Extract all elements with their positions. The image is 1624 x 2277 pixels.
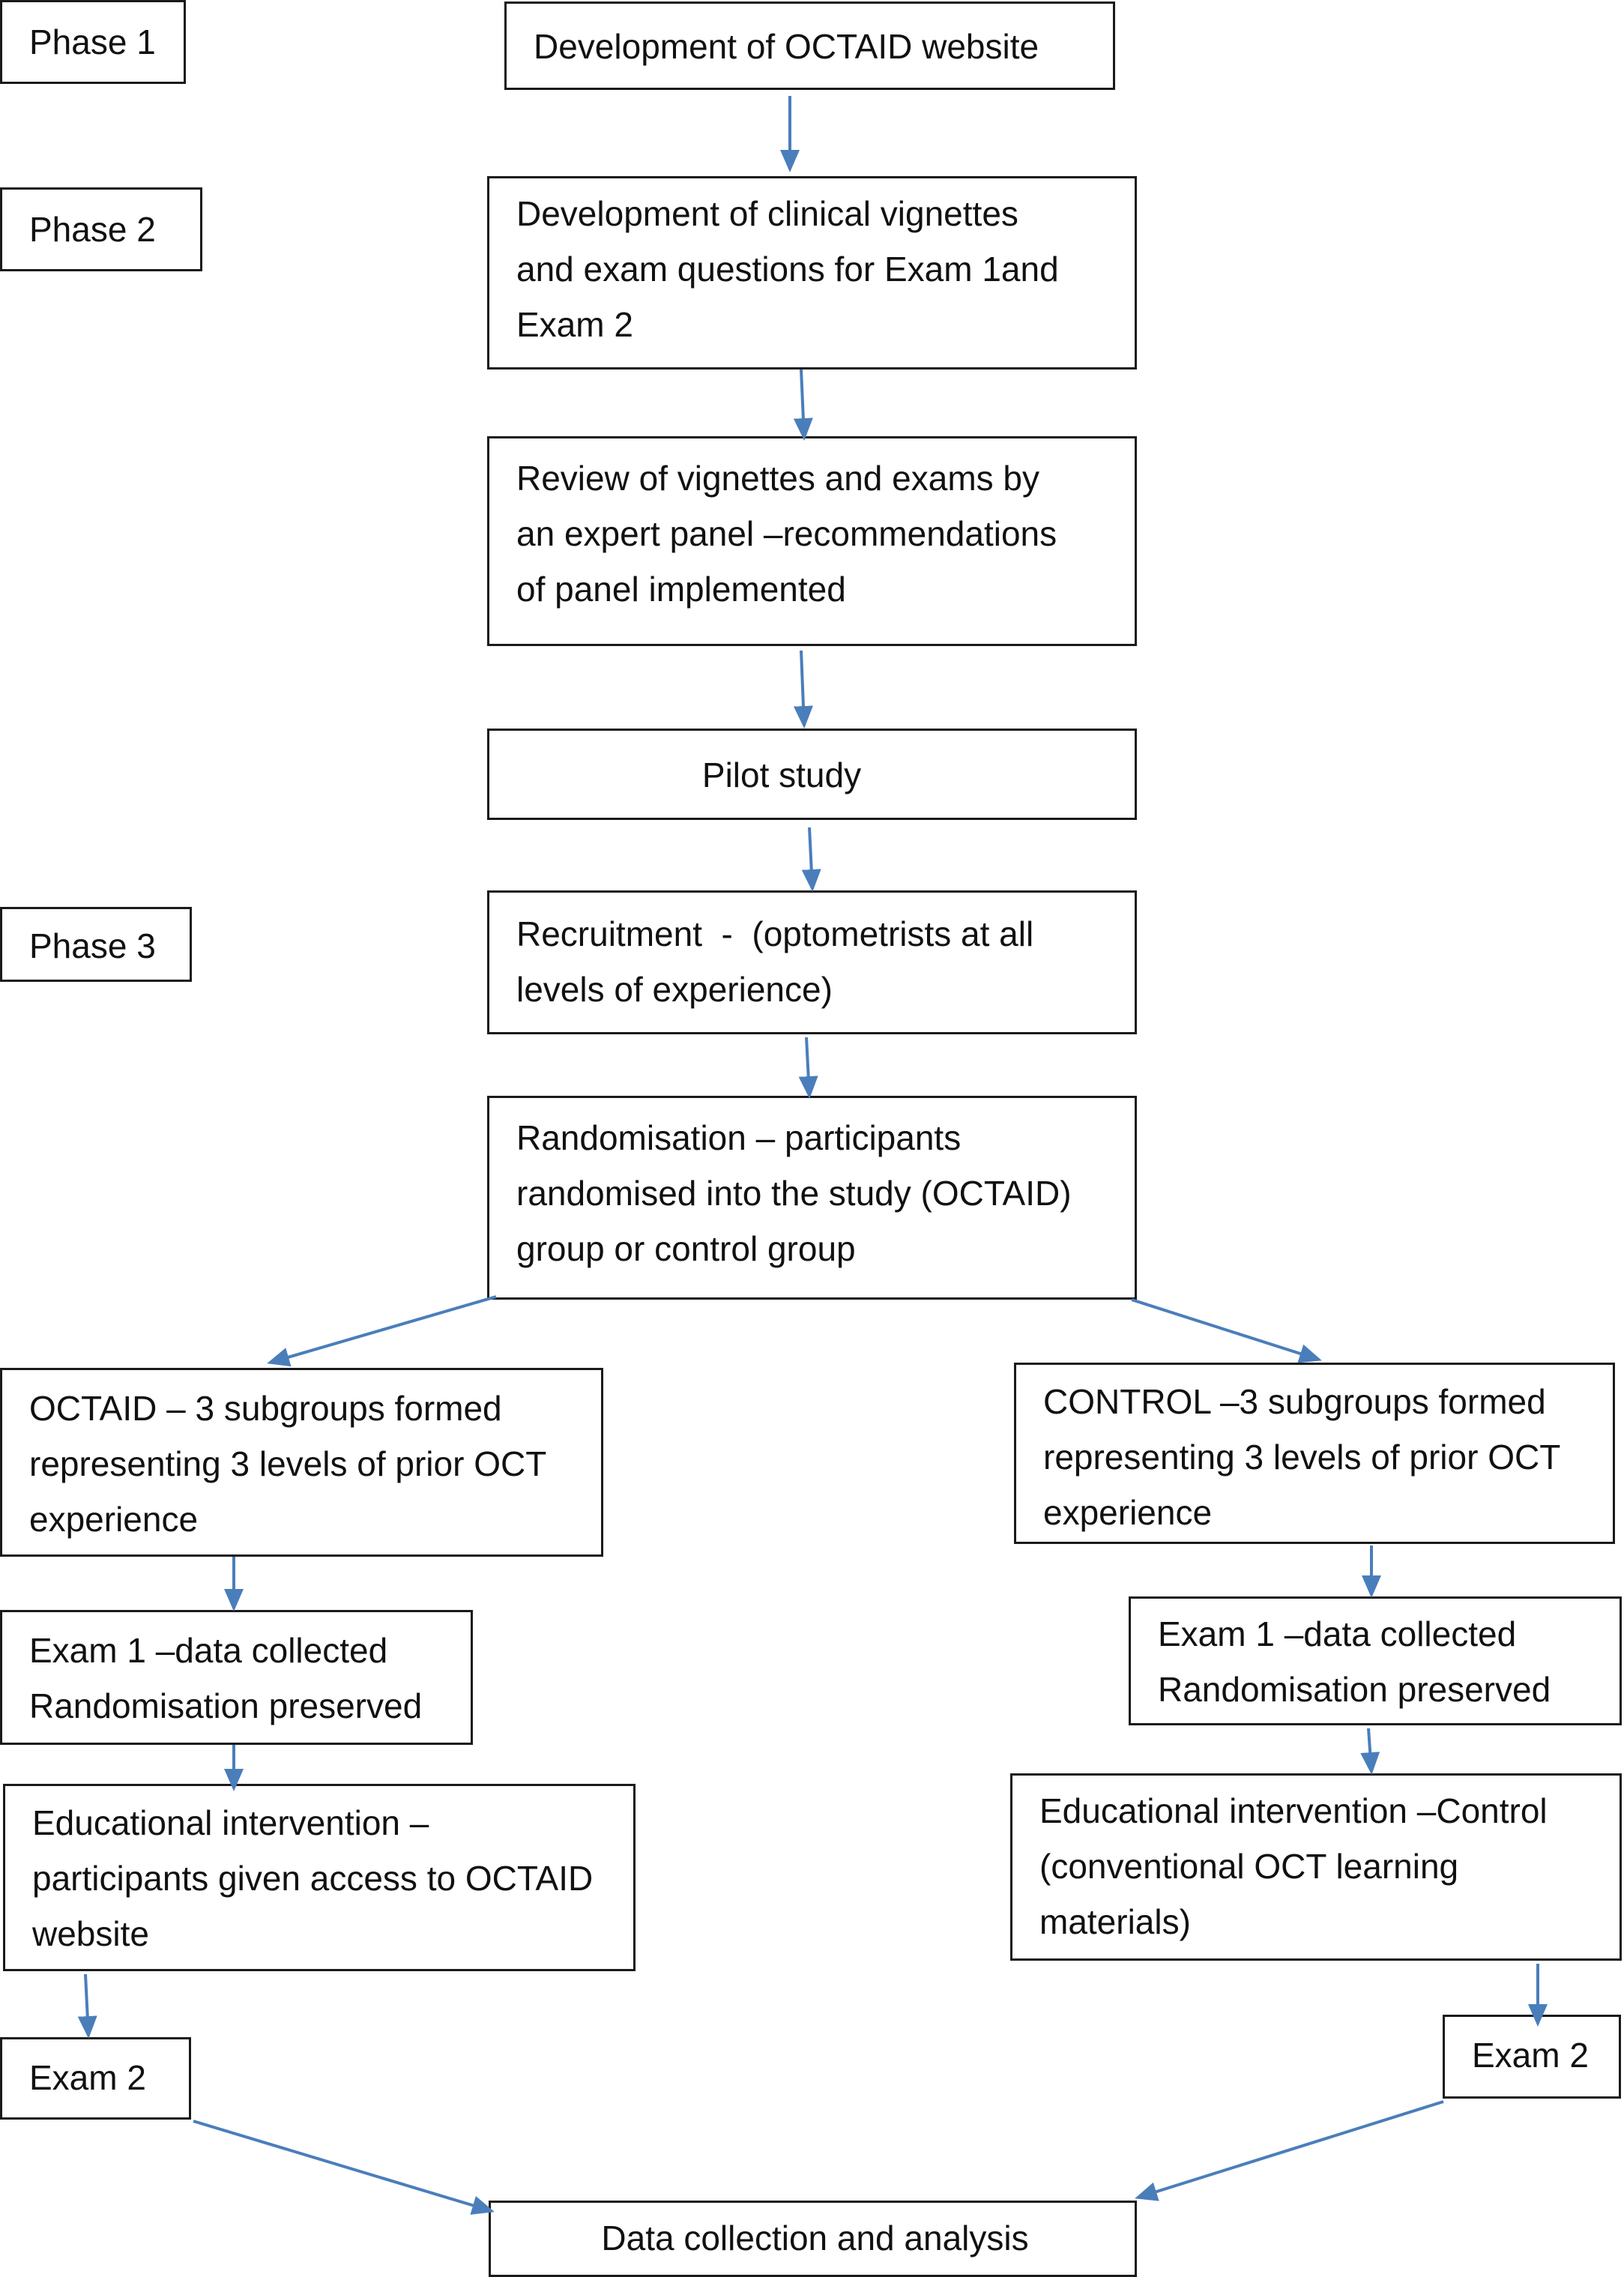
control-subgroups-box: CONTROL –3 subgroups formed representing… [1014, 1363, 1615, 1544]
step-vignettes-line-1: Development of clinical vignettes [516, 194, 1018, 233]
phase-2-label: Phase 2 [29, 210, 156, 249]
octaid-subgroups-line-2: representing 3 levels of prior OCT [29, 1444, 547, 1483]
control-subgroups-line-1: CONTROL –3 subgroups formed [1043, 1382, 1546, 1421]
octaid-exam1-box: Exam 1 –data collected Randomisation pre… [0, 1610, 473, 1745]
arrow-randomisation-to-control [1131, 1298, 1322, 1363]
control-intervention-line-3: materials) [1039, 1902, 1191, 1941]
octaid-subgroups-line-3: experience [29, 1500, 199, 1539]
control-intervention-line-2: (conventional OCT learning [1039, 1847, 1459, 1886]
step-review-box: Review of vignettes and exams by an expe… [487, 436, 1137, 646]
final-analysis-text: Data collection and analysis [601, 2219, 1029, 2258]
phase-3-label: Phase 3 [29, 926, 156, 965]
step-randomisation-line-3: group or control group [516, 1229, 856, 1268]
octaid-intervention-line-2: participants given access to OCTAID [32, 1859, 594, 1898]
step-randomisation-line-2: randomised into the study (OCTAID) [516, 1174, 1072, 1213]
arrow-control-exam1-to-intervention [1360, 1728, 1380, 1775]
octaid-intervention-line-1: Educational intervention – [32, 1803, 429, 1842]
step-recruitment-line-1: Recruitment - (optometrists at all [516, 914, 1034, 953]
step-vignettes-line-2: and exam questions for Exam 1and [516, 250, 1059, 289]
step-website-text: Development of OCTAID website [534, 27, 1039, 66]
step-review-line-2: an expert panel –recommendations [516, 514, 1057, 553]
octaid-intervention-box: Educational intervention – participants … [3, 1784, 636, 1971]
control-exam1-line-2: Randomisation preserved [1158, 1670, 1551, 1709]
phase-3-label-box: Phase 3 [0, 907, 192, 982]
arrow-vignettes-to-review [793, 369, 813, 441]
control-intervention-line-1: Educational intervention –Control [1039, 1791, 1548, 1830]
step-recruitment-line-2: levels of experience) [516, 970, 833, 1009]
octaid-exam2-box: Exam 2 [0, 2037, 191, 2120]
arrow-octaid-exam2-to-final [193, 2120, 495, 2215]
arrow-randomisation-to-octaid [267, 1295, 497, 1367]
step-randomisation-line-1: Randomisation – participants [516, 1118, 962, 1157]
arrow-recruitment-to-randomisation [798, 1037, 818, 1099]
control-exam2-box: Exam 2 [1443, 2015, 1621, 2099]
control-exam1-box: Exam 1 –data collected Randomisation pre… [1129, 1596, 1622, 1725]
octaid-subgroups-line-1: OCTAID – 3 subgroups formed [29, 1389, 502, 1428]
step-vignettes-line-3: Exam 2 [516, 305, 633, 344]
step-review-line-1: Review of vignettes and exams by [516, 459, 1040, 498]
control-subgroups-line-3: experience [1043, 1493, 1213, 1532]
octaid-intervention-line-3: website [32, 1914, 149, 1953]
phase-1-label: Phase 1 [29, 22, 156, 61]
step-pilot-text: Pilot study [701, 756, 862, 794]
step-randomisation-box: Randomisation – participants randomised … [487, 1096, 1137, 1300]
arrow-control-exam2-to-final [1135, 2100, 1444, 2201]
step-recruitment-box: Recruitment - (optometrists at all level… [487, 890, 1137, 1034]
control-subgroups-line-2: representing 3 levels of prior OCT [1043, 1438, 1561, 1477]
control-intervention-box: Educational intervention –Control (conve… [1010, 1773, 1622, 1961]
step-pilot-box: Pilot study [487, 729, 1137, 820]
step-review-line-3: of panel implemented [516, 570, 846, 609]
octaid-subgroups-box: OCTAID – 3 subgroups formed representing… [0, 1368, 603, 1557]
arrow-review-to-pilot [793, 650, 813, 729]
control-exam1-line-1: Exam 1 –data collected [1158, 1614, 1517, 1653]
arrow-octaid-intervention-to-exam2 [77, 1973, 97, 2039]
final-analysis-box: Data collection and analysis [489, 2201, 1137, 2277]
control-exam2-text: Exam 2 [1472, 2036, 1589, 2075]
phase-2-label-box: Phase 2 [0, 187, 202, 271]
phase-1-label-box: Phase 1 [0, 0, 186, 84]
step-vignettes-box: Development of clinical vignettes and ex… [487, 176, 1137, 370]
octaid-exam1-line-1: Exam 1 –data collected [29, 1631, 388, 1670]
octaid-exam1-line-2: Randomisation preserved [29, 1686, 423, 1725]
step-website-box: Development of OCTAID website [504, 1, 1115, 90]
arrow-pilot-to-recruitment [801, 827, 821, 892]
octaid-exam2-text: Exam 2 [29, 2058, 146, 2097]
